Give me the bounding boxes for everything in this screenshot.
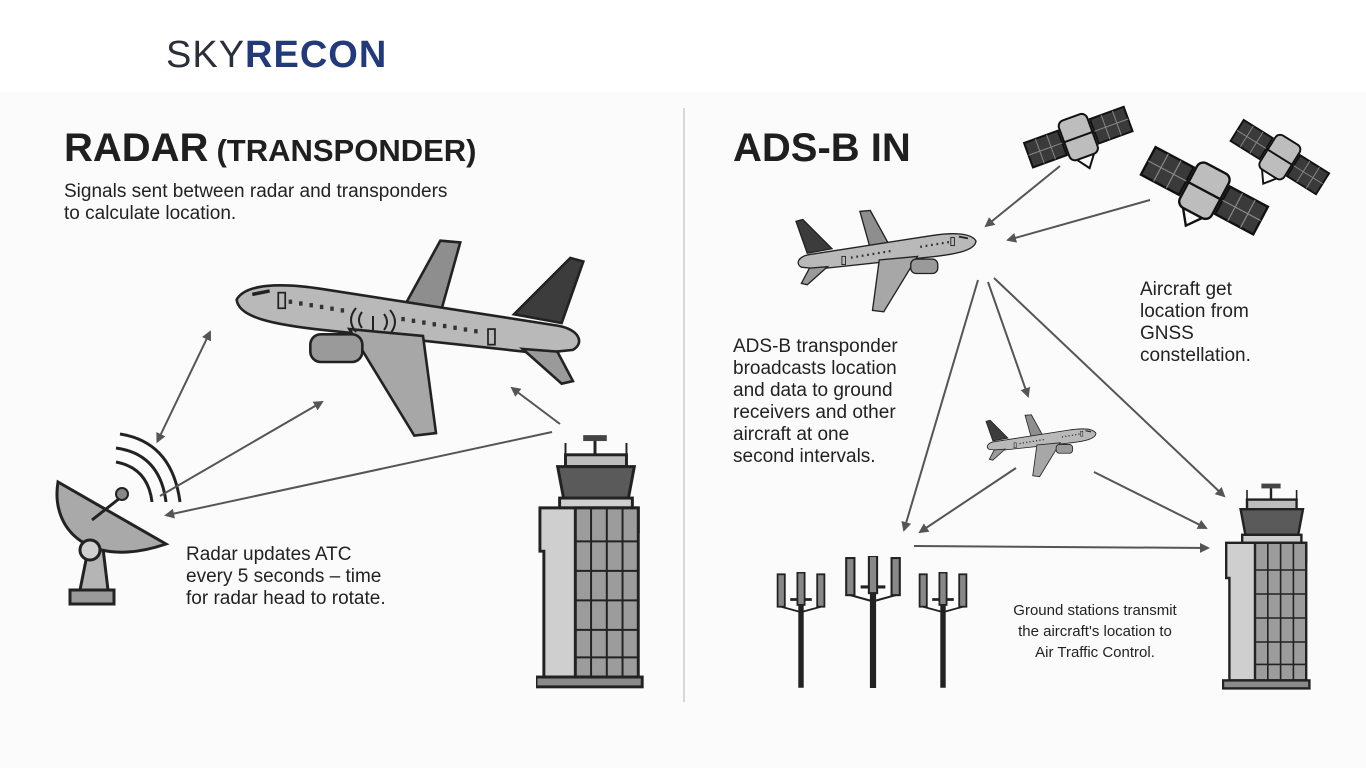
small-plane-to-tower-arrow [1093, 471, 1208, 529]
antenna-tower-icon [778, 573, 825, 688]
logo-recon: RECON [245, 34, 388, 76]
plane-to-plane-arrow [987, 281, 1031, 398]
tower-to-radar-arrow [164, 431, 553, 519]
small-plane-to-ground-arrow [918, 467, 1017, 534]
radar-update-note: Radar updates ATC every 5 seconds – time… [186, 544, 386, 609]
radar-plane-double-arrow [156, 330, 212, 444]
radar-to-plane-arrow [159, 400, 324, 497]
signal-waves-icon [350, 307, 396, 335]
airplane-icon [985, 414, 1097, 478]
satellite-signal-arrow [1006, 199, 1151, 243]
antenna-tower-icon [920, 573, 967, 688]
radar-description: Signals sent between radar and transpond… [64, 181, 448, 224]
radar-dish-icon [55, 479, 170, 606]
airplane-icon [234, 238, 586, 438]
control-tower-icon [1222, 482, 1311, 690]
logo-sky: SKY [166, 34, 246, 76]
plane-to-ground-arrow [901, 279, 979, 532]
satellite-icon [1020, 98, 1141, 188]
radar-title-main: RADAR [64, 126, 209, 170]
radar-title: RADAR(TRANSPONDER) [64, 128, 477, 168]
adsb-title: ADS-B IN [733, 126, 911, 170]
ground-to-tower-arrow [913, 542, 1210, 553]
tower-to-plane-arrow [510, 386, 561, 425]
gnss-note: Aircraft get location from GNSS constell… [1140, 279, 1251, 366]
ground-stations-note: Ground stations transmit the aircraft's … [1013, 602, 1177, 661]
satellite-signal-arrow [984, 165, 1061, 228]
plane-to-tower-arrow [993, 277, 1226, 498]
skyrecon-logo: SKYRECON [166, 36, 387, 74]
satellite-icon [1128, 137, 1274, 257]
radar-title-sub: (TRANSPONDER) [216, 133, 477, 168]
antenna-tower-icon [846, 556, 900, 688]
panel-divider [683, 108, 685, 702]
control-tower-icon [536, 433, 644, 689]
adsb-broadcast-note: ADS-B transponder broadcasts location an… [733, 336, 898, 467]
airplane-icon [794, 209, 978, 313]
